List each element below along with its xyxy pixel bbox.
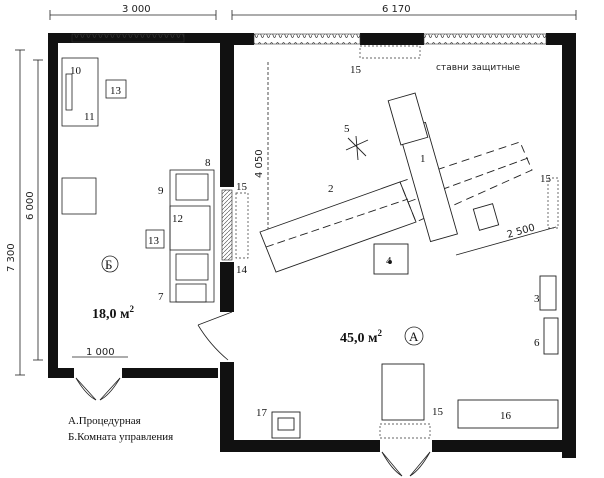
dim-equipment-offset: 2 500 [506, 222, 537, 240]
label-15a: 15 [350, 64, 362, 76]
label-16: 16 [500, 410, 512, 422]
label-13b: 13 [148, 235, 160, 247]
room-b-area: 18,0 м2 [92, 304, 135, 322]
label-7: 7 [158, 291, 164, 303]
room-a-letter: А [409, 329, 419, 344]
room-b-letter: Б [105, 257, 112, 272]
room-a-area: 45,0 м2 [340, 328, 383, 346]
dim-inner-height: 4 050 [254, 149, 265, 178]
dim-door-width: 1 000 [86, 347, 115, 358]
legend-room-b: Б.Комната управления [68, 431, 173, 443]
walls [48, 33, 576, 458]
label-14: 14 [236, 264, 248, 276]
label-15b: 15 [236, 181, 248, 193]
label-9: 9 [158, 185, 164, 197]
room-b-furniture [61, 57, 215, 303]
doors [75, 311, 431, 477]
label-4: 4 [386, 255, 392, 267]
dim-left-width: 3 000 [122, 4, 151, 15]
label-13: 13 [110, 85, 122, 97]
room-a-equipment [259, 92, 559, 439]
equipment-labels: 1 2 3 4 5 6 7 8 9 10 11 12 13 13 14 15 1… [70, 64, 552, 422]
label-5: 5 [344, 123, 350, 135]
dim-overall-height: 7 300 [6, 243, 17, 272]
shielding-label: ставни защитные [436, 63, 520, 73]
label-6: 6 [534, 337, 540, 349]
label-2: 2 [328, 183, 334, 195]
legend-room-a: А.Процедурная [68, 415, 141, 427]
label-11: 11 [84, 111, 95, 123]
label-15d: 15 [432, 406, 444, 418]
observation-window [221, 189, 233, 261]
windows [71, 33, 547, 45]
dim-right-width: 6 170 [382, 4, 411, 15]
shutters-dashed [235, 45, 559, 439]
label-15c: 15 [540, 173, 552, 185]
label-10: 10 [70, 65, 82, 77]
label-1: 1 [420, 153, 426, 165]
label-17: 17 [256, 407, 268, 419]
room-a-marker: А [404, 326, 424, 346]
dimension-lines [15, 10, 577, 376]
dim-left-height: 6 000 [25, 191, 36, 220]
label-3: 3 [534, 293, 540, 305]
room-b-marker: Б [101, 255, 119, 273]
label-12: 12 [172, 213, 183, 225]
label-8: 8 [205, 157, 211, 169]
